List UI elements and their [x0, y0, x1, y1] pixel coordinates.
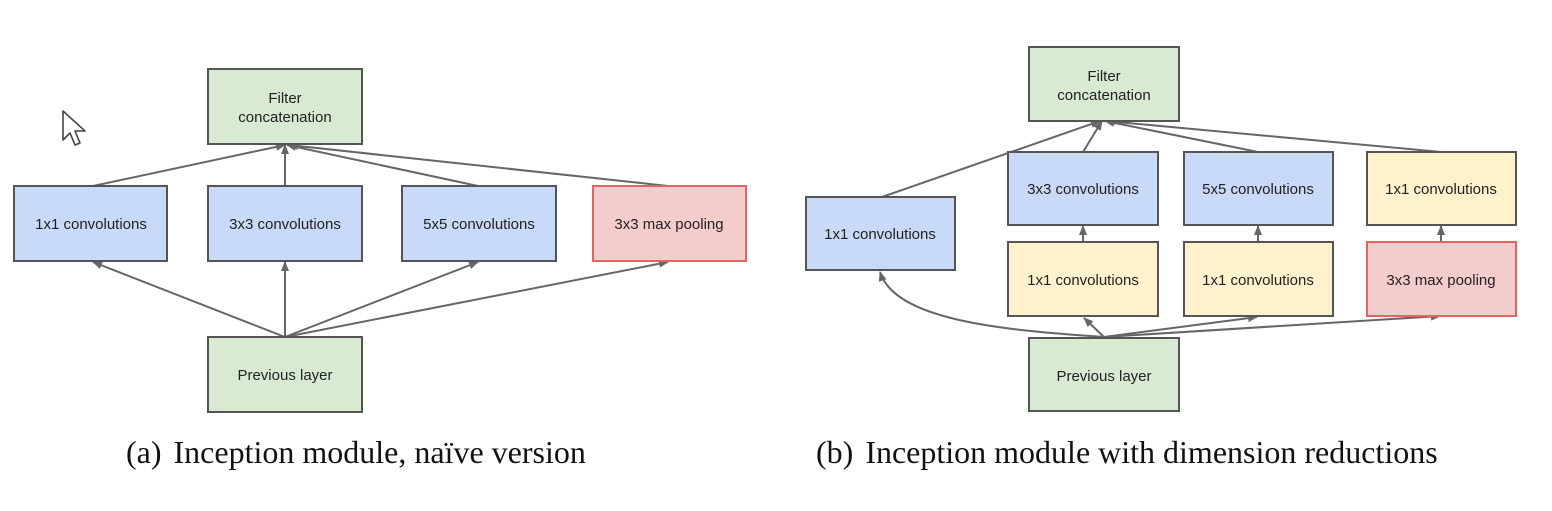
arrow-prev-to-pool: [1103, 312, 1441, 338]
caption-b: (b) Inception module with dimension reduc…: [816, 430, 1438, 474]
b-previous-layer-label: Previous layer: [1056, 368, 1151, 385]
caption-a-text: Inception module, naïve version: [173, 434, 586, 470]
a-1x1-conv-label: 1x1 convolutions: [35, 216, 147, 233]
b-1x1-reduce-3x3-label: 1x1 convolutions: [1027, 272, 1139, 289]
a-3x3-conv-label: 3x3 convolutions: [229, 216, 341, 233]
arrow-conv5-to-concat: [1104, 118, 1259, 153]
inception-diagram: Filter concatenation 1x1 convolutions 3x…: [13, 46, 1517, 413]
b-1x1-reduce-5x5-box: 1x1 convolutions: [1183, 241, 1334, 317]
arrow-prev-to-conv1: [92, 261, 286, 338]
a-5x5-conv-box: 5x5 convolutions: [401, 185, 557, 262]
arrow-pool-to-concat: [288, 141, 669, 187]
arrow-prev-to-pool: [284, 259, 669, 338]
arrow-prev-to-conv1-direct: [878, 271, 1105, 338]
arrow-prev-to-reduce3: [1083, 317, 1105, 338]
caption-a-tag: (a): [126, 434, 162, 470]
a-1x1-conv-box: 1x1 convolutions: [13, 185, 168, 262]
a-filter-concat-line2: concatenation: [238, 109, 331, 126]
a-max-pool-label: 3x3 max pooling: [614, 216, 723, 233]
a-filter-concat-line1: Filter: [268, 90, 301, 107]
arrow-conv1-direct-to-concat: [881, 120, 1101, 198]
b-1x1-conv-after-pool-label: 1x1 convolutions: [1385, 181, 1497, 198]
b-1x1-conv-direct-label: 1x1 convolutions: [824, 226, 936, 243]
a-3x3-conv-box: 3x3 convolutions: [207, 185, 363, 262]
arrow-prev-to-reduce5: [1103, 314, 1258, 338]
a-previous-layer-box: Previous layer: [207, 336, 363, 413]
caption-a: (a) Inception module, naïve version: [126, 430, 586, 474]
b-max-pool-box: 3x3 max pooling: [1366, 241, 1517, 317]
arrow-conv5-to-concat: [286, 142, 479, 187]
panel-b-arrows: [878, 117, 1445, 338]
panel-a-arrows: [92, 141, 669, 338]
b-filter-concat-line1: Filter: [1087, 68, 1120, 85]
b-filter-concat-line2: concatenation: [1057, 87, 1150, 104]
b-max-pool-label: 3x3 max pooling: [1386, 272, 1495, 289]
b-1x1-conv-direct-box: 1x1 convolutions: [805, 196, 956, 271]
arrow-conv1-to-concat: [92, 142, 286, 187]
mouse-pointer-icon: [62, 110, 86, 146]
b-3x3-conv-label: 3x3 convolutions: [1027, 181, 1139, 198]
arrow-prev-to-conv5: [284, 261, 479, 338]
arrow-conv3-to-concat: [1082, 120, 1103, 153]
b-3x3-conv-box: 3x3 convolutions: [1007, 151, 1159, 226]
a-5x5-conv-label: 5x5 convolutions: [423, 216, 535, 233]
panel-b: Filter concatenation 1x1 convolutions 3x…: [805, 46, 1517, 412]
a-previous-layer-label: Previous layer: [237, 367, 332, 384]
caption-b-text: Inception module with dimension reductio…: [865, 434, 1438, 470]
b-previous-layer-box: Previous layer: [1028, 337, 1180, 412]
arrow-conv1-pool-to-concat: [1105, 117, 1442, 153]
a-filter-concatenation-box: Filter concatenation: [207, 68, 363, 145]
panel-a: Filter concatenation 1x1 convolutions 3x…: [13, 68, 747, 413]
b-5x5-conv-box: 5x5 convolutions: [1183, 151, 1334, 226]
b-5x5-conv-label: 5x5 convolutions: [1202, 181, 1314, 198]
b-1x1-reduce-5x5-label: 1x1 convolutions: [1202, 272, 1314, 289]
b-filter-concatenation-box: Filter concatenation: [1028, 46, 1180, 122]
a-max-pool-box: 3x3 max pooling: [592, 185, 747, 262]
b-1x1-conv-after-pool-box: 1x1 convolutions: [1366, 151, 1517, 226]
b-1x1-reduce-3x3-box: 1x1 convolutions: [1007, 241, 1159, 317]
caption-b-tag: (b): [816, 434, 854, 470]
